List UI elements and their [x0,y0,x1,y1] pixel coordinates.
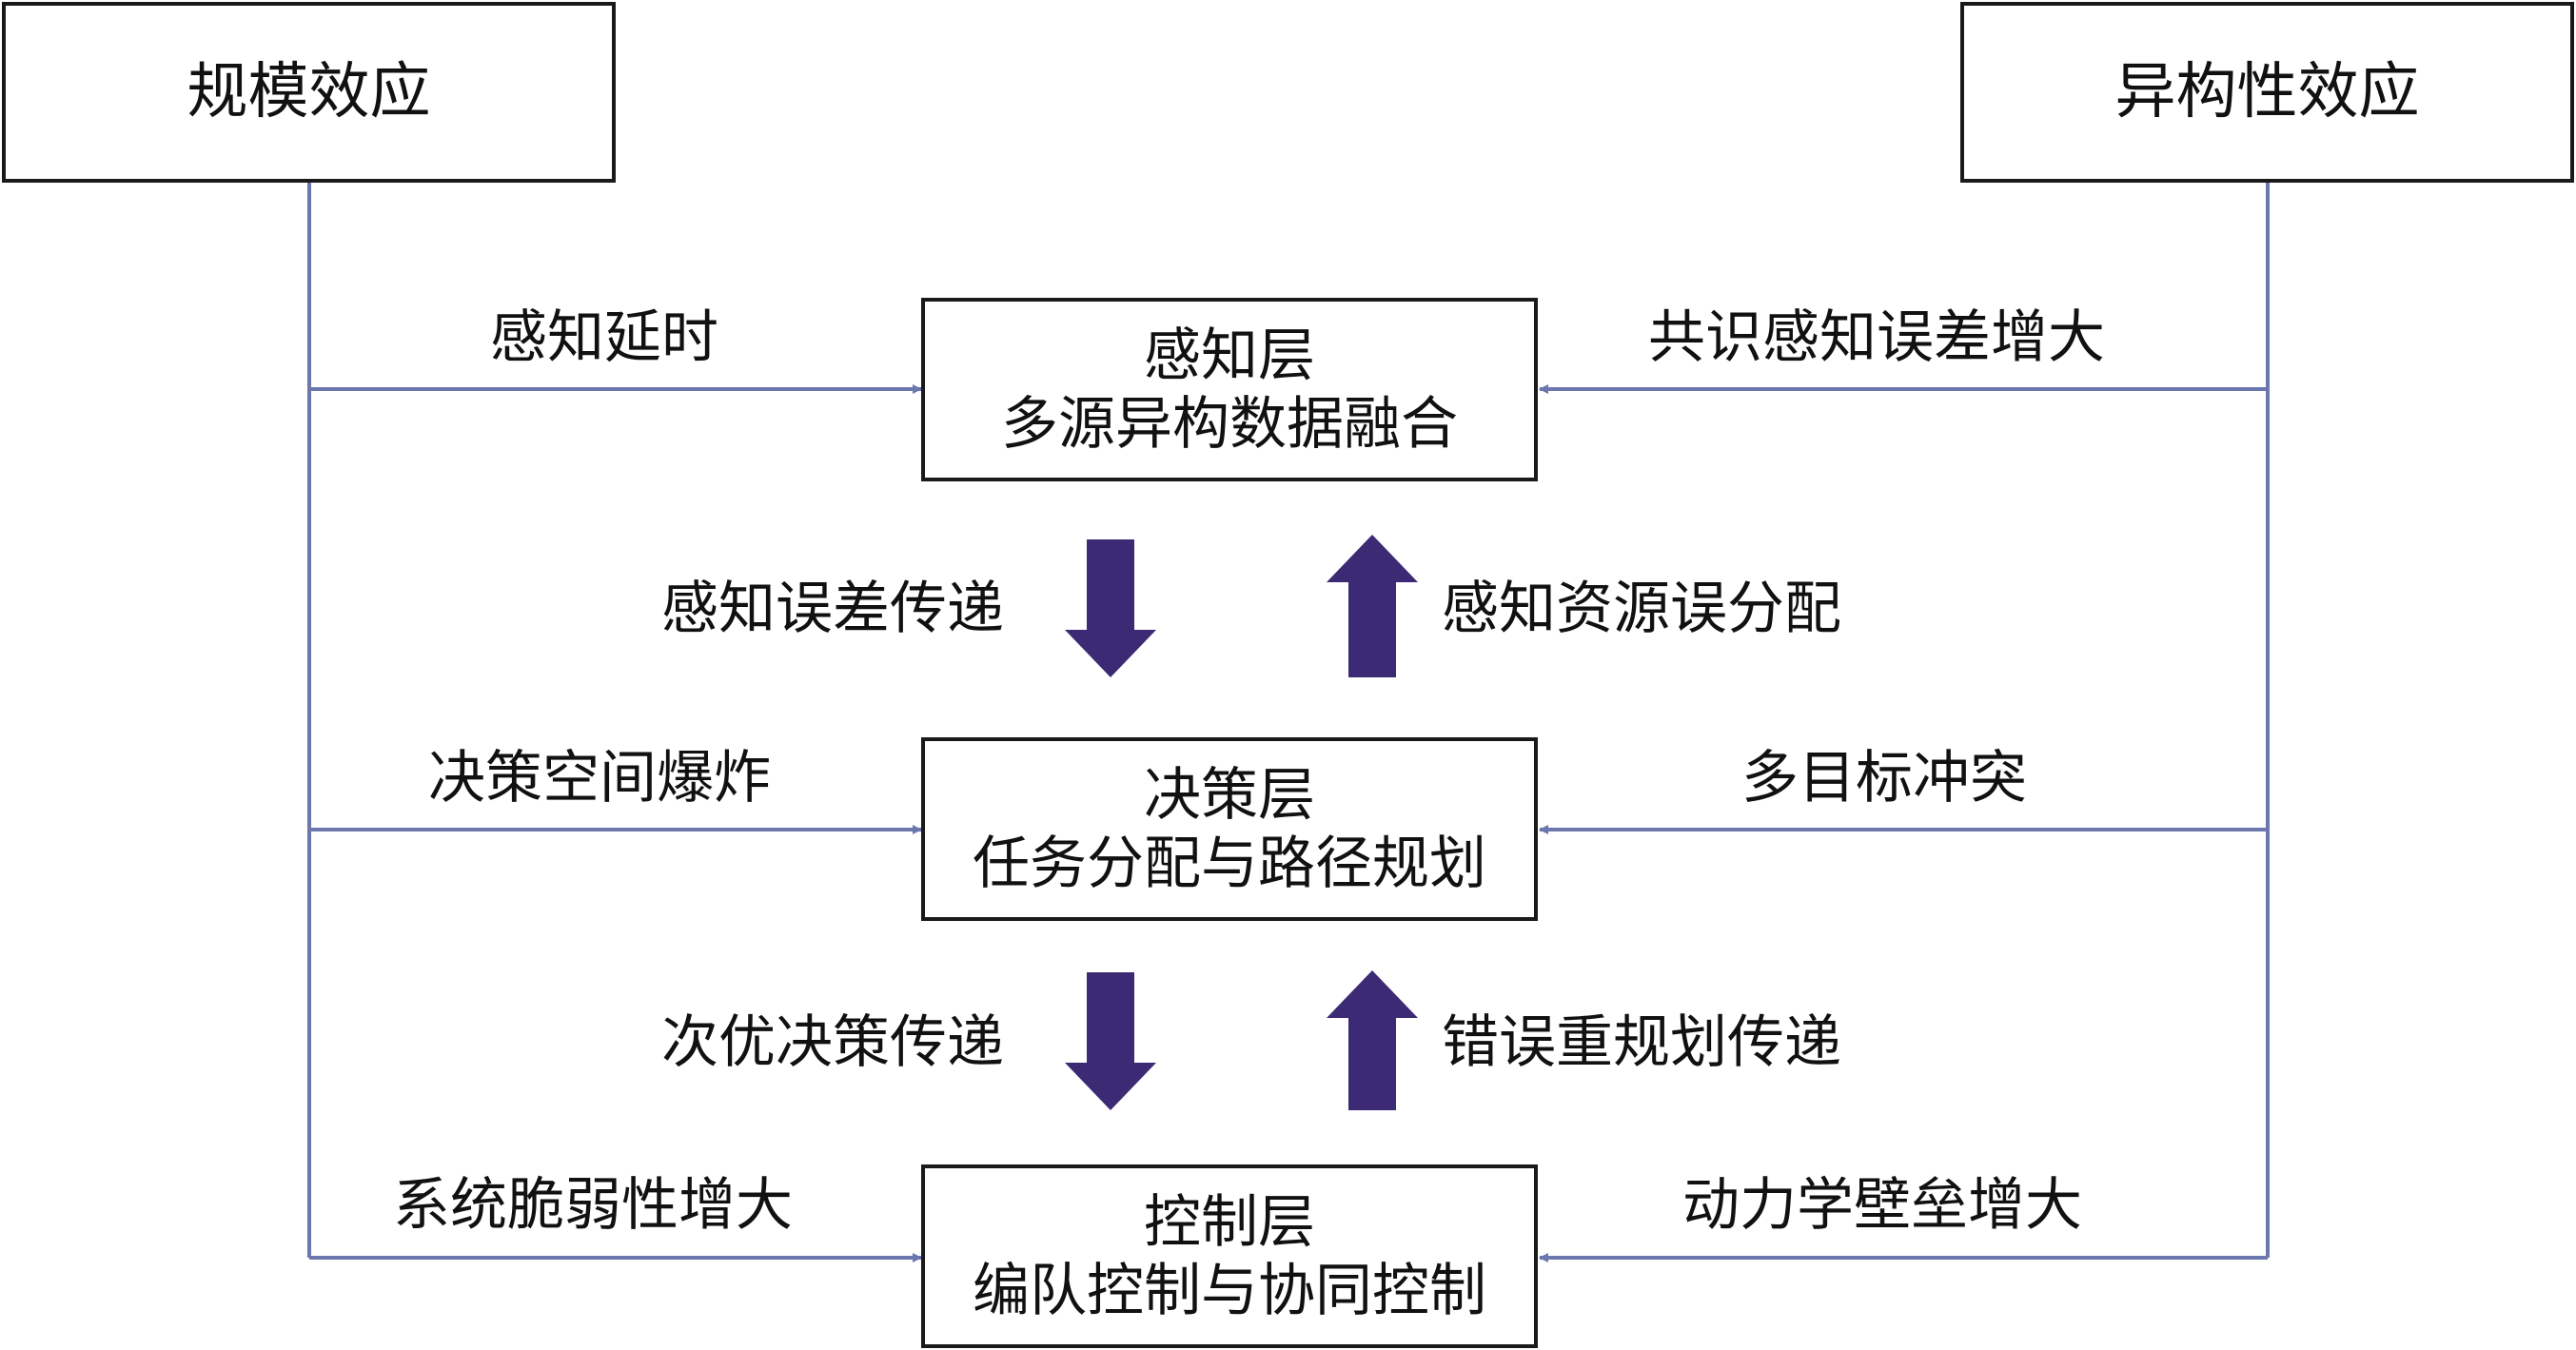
left-effect-label: 决策空间爆炸 [428,745,771,812]
control-layer-box: 控制层 编队控制与协同控制 [921,1164,1538,1348]
control-layer-title: 控制层 [1144,1188,1315,1256]
up-flow-label: 错误重规划传递 [1442,1009,1841,1076]
heterogeneity-effect-label: 异构性效应 [2114,56,2420,127]
decision-layer-subtitle: 任务分配与路径规划 [973,830,1486,897]
arrow-up-icon [1327,970,1418,1110]
perception-layer-subtitle: 多源异构数据融合 [1001,390,1458,458]
control-layer-subtitle: 编队控制与协同控制 [973,1257,1486,1324]
left-effect-label: 感知延时 [490,304,718,371]
right-effect-label: 动力学壁垒增大 [1682,1172,2082,1239]
scale-effect-label: 规模效应 [187,56,431,127]
perception-layer-box: 感知层 多源异构数据融合 [921,298,1538,481]
left-effect-label: 系统脆弱性增大 [393,1172,793,1239]
right-effect-label: 共识感知误差增大 [1648,304,2105,371]
down-flow-label: 次优决策传递 [661,1009,1004,1076]
arrow-down-icon [1065,539,1156,677]
up-flow-label: 感知资源误分配 [1442,576,1841,642]
right-effect-label: 多目标冲突 [1741,745,2027,812]
heterogeneity-effect-box: 异构性效应 [1960,2,2574,183]
decision-layer-title: 决策层 [1144,761,1315,829]
perception-layer-title: 感知层 [1144,322,1315,389]
arrow-down-icon [1065,972,1156,1110]
arrow-up-icon [1327,535,1418,677]
decision-layer-box: 决策层 任务分配与路径规划 [921,737,1538,921]
scale-effect-box: 规模效应 [2,2,616,183]
down-flow-label: 感知误差传递 [661,576,1004,642]
